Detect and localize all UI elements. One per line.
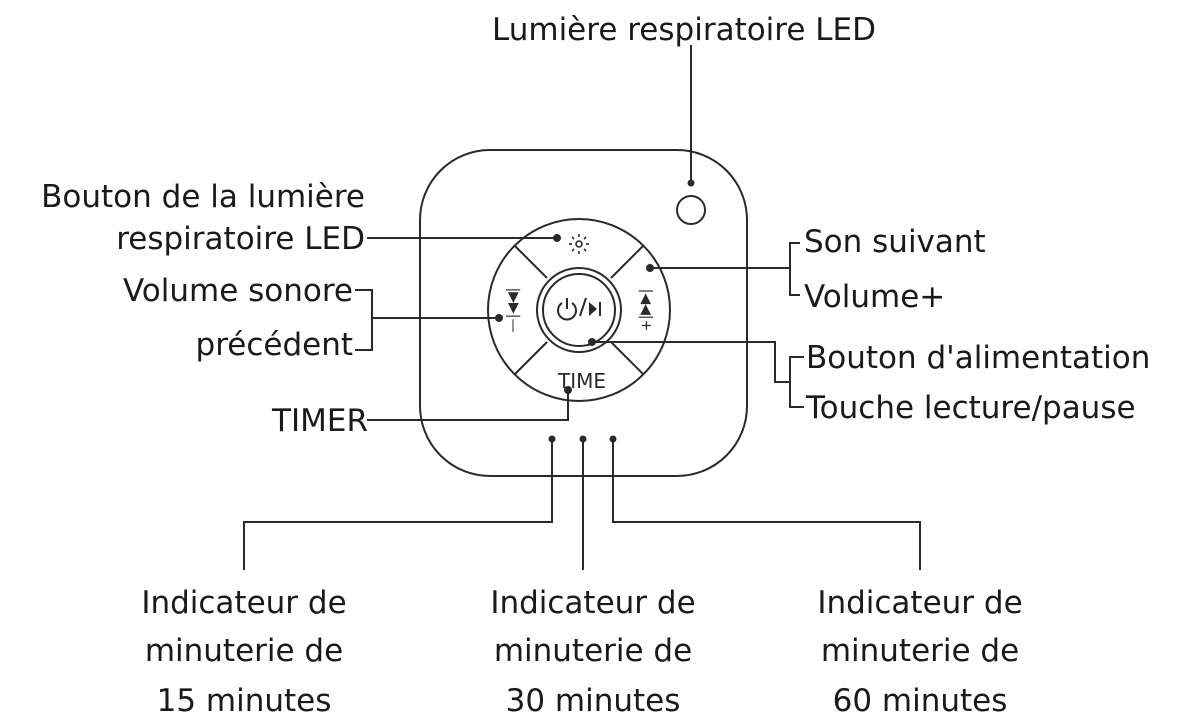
led-button-label-1: Bouton de la lumière <box>41 179 365 215</box>
svg-text:|◀◀|+: |◀◀|+ <box>638 289 654 332</box>
power-label-2: Touche lecture/pause <box>806 390 1136 426</box>
led-button-label-2: respiratoire LED <box>116 221 365 257</box>
led-light-label: Lumière respiratoire LED <box>492 12 877 48</box>
time-button-label[interactable]: TIME <box>557 369 606 393</box>
indicator-30-line-1: Indicateur de <box>490 585 696 621</box>
next-label-1: Son suivant <box>804 224 986 260</box>
power-button-outline <box>536 267 622 353</box>
prev-label-1: Volume sonore <box>122 273 353 309</box>
indicator-15-line-3: 15 minutes <box>156 683 332 719</box>
control-ring <box>487 218 671 402</box>
prev-label-2: précédent <box>195 327 353 363</box>
power-button-inner <box>542 273 616 347</box>
sun-icon[interactable] <box>569 234 589 254</box>
svg-text:—|◀◀|: —|◀◀| <box>505 288 521 333</box>
indicator-60-line-1: Indicateur de <box>817 585 1023 621</box>
indicator-15-line-1: Indicateur de <box>141 585 347 621</box>
indicator-60-line-3: 60 minutes <box>832 683 1008 719</box>
next-label-2: Volume+ <box>804 279 946 315</box>
timer-label: TIMER <box>272 403 368 439</box>
indicator-30-line-3: 30 minutes <box>505 683 681 719</box>
indicator-15-line-2: minuterie de <box>144 633 344 669</box>
indicator-60-line-2: minuterie de <box>820 633 1020 669</box>
prev-minus-icon[interactable]: —|◀◀| <box>505 288 521 333</box>
indicator-30-line-2: minuterie de <box>493 633 693 669</box>
power-label-1: Bouton d'alimentation <box>806 340 1151 376</box>
power-play-icon[interactable] <box>557 297 601 321</box>
led-light-indicator <box>676 195 706 225</box>
next-plus-icon[interactable]: |◀◀|+ <box>638 289 654 332</box>
